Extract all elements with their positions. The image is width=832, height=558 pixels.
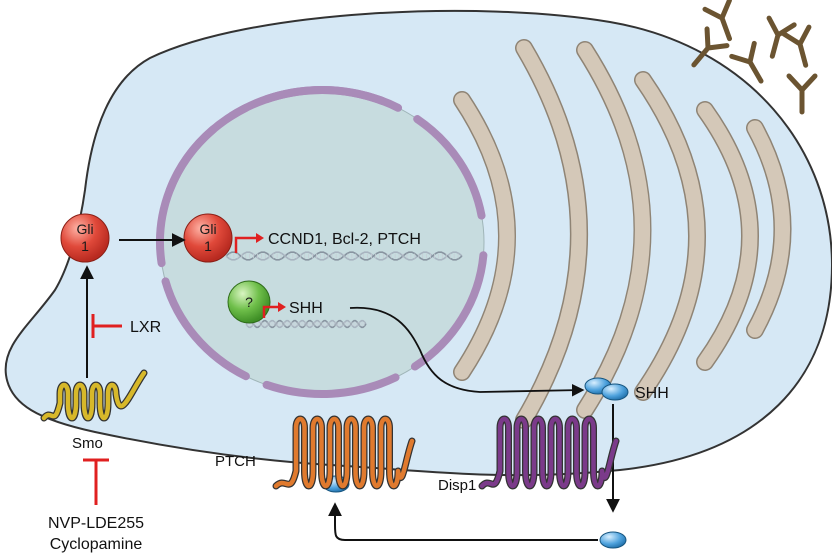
- gli1-nucleus: Gli 1: [183, 213, 233, 263]
- secretion-path-arrow: [349, 307, 585, 397]
- golgi-cisterna: [635, 72, 705, 400]
- smo-receptor: [40, 369, 148, 422]
- y-shaped-antibody-icon: [786, 73, 818, 115]
- t-bar-inhibition-icon: [91, 314, 122, 338]
- gli1-nucleus-label-2: 1: [204, 238, 212, 254]
- golgi-cisterna: [454, 92, 515, 380]
- nuclear-envelope-segment: [161, 277, 250, 381]
- nuclear-envelope-segment: [413, 115, 486, 220]
- unknown-factor: ?: [227, 280, 271, 324]
- golgi-cisterna: [577, 42, 650, 418]
- nuclear-envelope-segment: [262, 373, 400, 398]
- disp1-label: Disp1: [438, 477, 476, 494]
- receptor-body: [41, 370, 147, 421]
- gli1-cytoplasm-label-1: Gli: [76, 221, 93, 237]
- y-shaped-antibody-icon: [766, 15, 797, 59]
- bent-arrow-head-icon: [278, 302, 286, 312]
- golgi-stack: [453, 39, 792, 429]
- gli1-cytoplasm-label-2: 1: [81, 238, 89, 254]
- golgi-cisterna: [516, 40, 587, 428]
- secreted-shh-ligand: [599, 531, 627, 549]
- y-shaped-antibody-icon: [691, 26, 730, 68]
- receptor-body: [273, 416, 415, 489]
- gli1-nucleus-label-1: Gli: [199, 221, 216, 237]
- dna-strand-gli-targets: [225, 251, 463, 261]
- ptch-label: PTCH: [215, 453, 256, 470]
- nuclear-envelope-segment: [227, 86, 387, 120]
- bent-arrow-icon: [262, 305, 280, 318]
- antibody-cluster: [691, 0, 818, 115]
- dna-strand-shh: [245, 319, 367, 329]
- nuclear-envelope: [156, 86, 488, 398]
- golgi-cisterna: [697, 102, 758, 370]
- smo-label: Smo: [72, 435, 103, 452]
- gli-target-genes-label: CCND1, Bcl-2, PTCH: [268, 231, 421, 248]
- disp1-receptor: [478, 415, 620, 490]
- nuclear-envelope-segment: [410, 251, 488, 371]
- shh-ligand-dimer: [584, 377, 629, 401]
- nuclear-envelope-segment: [156, 125, 218, 268]
- inhibitor-label-1: NVP-LDE255: [48, 515, 144, 532]
- y-shaped-antibody-icon: [781, 24, 812, 68]
- bent-arrow-icon: [234, 236, 258, 253]
- receptor-body: [479, 416, 619, 489]
- binding-return-arrow: [328, 502, 598, 541]
- shh-membrane-label: SHH: [635, 385, 669, 402]
- bent-arrow-head-icon: [256, 233, 264, 243]
- y-shaped-antibody-icon: [702, 0, 733, 42]
- t-bar-inhibition-icon: [83, 458, 109, 505]
- unknown-factor-label: ?: [245, 294, 253, 310]
- ptch-receptor: [272, 415, 416, 490]
- y-shaped-antibody-icon: [729, 40, 764, 84]
- lxr-label: LXR: [130, 319, 161, 336]
- shh-gene-label: SHH: [289, 300, 323, 317]
- inhibitor-label-2: Cyclopamine: [50, 536, 143, 553]
- golgi-cisterna: [747, 120, 790, 338]
- gli1-cytoplasm: Gli 1: [60, 213, 110, 263]
